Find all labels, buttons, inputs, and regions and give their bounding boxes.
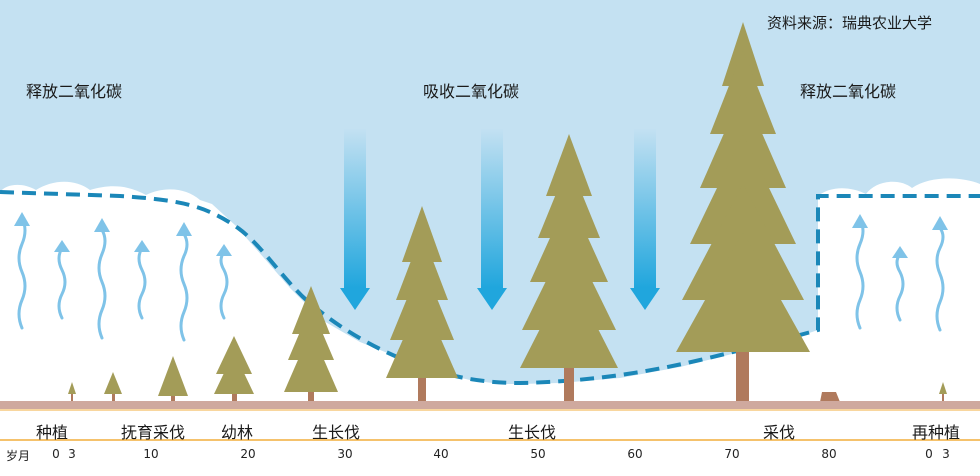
up-arrow-9 xyxy=(932,216,948,332)
release-arrows xyxy=(14,212,948,342)
stage-label-young-forest: 幼林 xyxy=(220,423,254,442)
trees xyxy=(68,22,947,402)
release-co2-left-label: 释放二氧化碳 xyxy=(26,82,123,101)
axis-tick: 0 xyxy=(52,447,60,461)
tree-mature-1 xyxy=(520,134,618,402)
axis-tick: 0 xyxy=(925,447,933,461)
axis-tick: 3 xyxy=(68,447,76,461)
tree-thinning-1 xyxy=(284,286,338,402)
tree-thinning-2 xyxy=(386,206,458,402)
up-arrow-3 xyxy=(94,218,110,340)
axis-tick: 30 xyxy=(337,447,353,461)
down-arrow-2 xyxy=(477,128,507,310)
up-arrow-2 xyxy=(54,240,70,320)
release-co2-right-label: 释放二氧化碳 xyxy=(800,82,897,101)
tree-mature-large xyxy=(676,22,810,402)
axis-tick: 80 xyxy=(821,447,837,461)
up-arrow-4 xyxy=(134,240,150,320)
source-credit: 资料来源：瑞典农业大学 xyxy=(767,14,933,32)
axis-tick: 3 xyxy=(942,447,950,461)
tree-small-1 xyxy=(104,372,122,402)
absorb-arrows xyxy=(340,128,660,310)
ground-strip xyxy=(0,401,980,409)
stage-label-planting: 种植 xyxy=(35,423,69,442)
stage-label-replanting: 再种植 xyxy=(911,423,961,442)
axis-tick: 20 xyxy=(240,447,256,461)
axis-tick: 70 xyxy=(724,447,740,461)
up-arrow-1 xyxy=(14,212,30,330)
axis-tick: 40 xyxy=(433,447,449,461)
right-cloud-area xyxy=(818,178,980,405)
tree-seedling-left xyxy=(68,382,76,402)
absorb-co2-label: 吸收二氧化碳 xyxy=(423,82,520,101)
tree-seedling-right xyxy=(939,382,947,402)
axis-tick: 10 xyxy=(143,447,159,461)
up-arrow-7 xyxy=(852,214,868,330)
left-cloud-area xyxy=(0,181,520,405)
stage-label-thinning-1: 生长伐 xyxy=(311,423,361,442)
up-arrow-5 xyxy=(176,222,192,342)
up-arrow-6 xyxy=(216,244,232,320)
up-arrow-8 xyxy=(892,246,908,322)
down-arrow-3 xyxy=(630,128,660,310)
tree-small-2 xyxy=(158,356,188,402)
stage-label-thinning-2: 生长伐 xyxy=(507,423,557,442)
stage-label-tending: 抚育采伐 xyxy=(120,423,186,442)
tree-young xyxy=(214,336,254,402)
axis-label-years: 岁月 xyxy=(6,449,31,463)
axis-tick: 50 xyxy=(530,447,546,461)
tree-stump xyxy=(820,392,840,402)
stage-label-harvest: 采伐 xyxy=(762,423,796,442)
down-arrow-1 xyxy=(340,128,370,310)
axis-tick: 60 xyxy=(627,447,643,461)
